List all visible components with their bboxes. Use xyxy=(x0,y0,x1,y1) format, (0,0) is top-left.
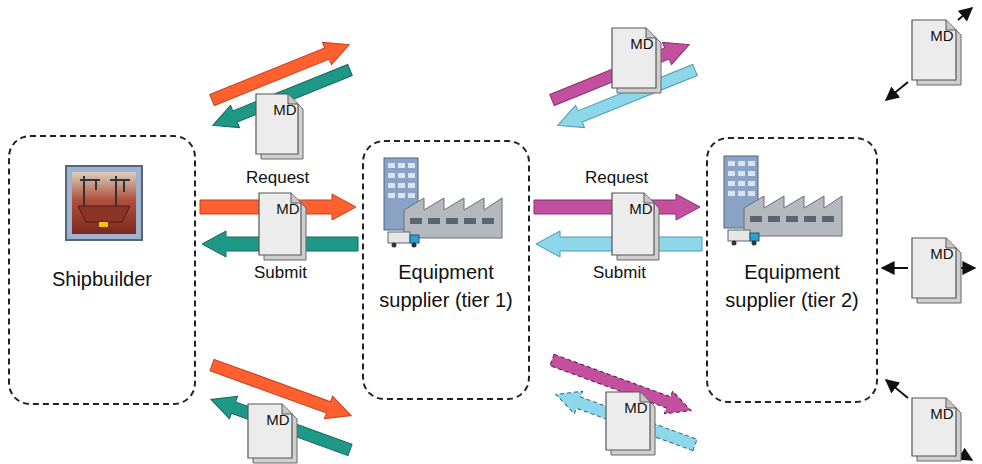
small-arrows xyxy=(882,8,975,460)
flow-label: Request xyxy=(243,168,312,188)
document-node: MD xyxy=(612,193,670,255)
document-node: MD xyxy=(248,404,308,458)
document-node: MD xyxy=(256,94,314,154)
document-label: MD xyxy=(612,28,672,53)
document-node: MD xyxy=(912,398,972,456)
document-node: MD xyxy=(912,238,972,298)
factory-icon xyxy=(384,158,502,248)
flow-label: Request xyxy=(582,168,651,188)
participant-name: Equipment supplier (tier 2) xyxy=(716,258,868,314)
document-label: MD xyxy=(606,392,666,417)
document-node: MD xyxy=(612,28,672,88)
flow-label: Submit xyxy=(590,263,649,283)
participant-name: Equipment supplier (tier 1) xyxy=(372,258,520,314)
participant-box: Equipment supplier (tier 1) xyxy=(362,140,530,400)
participant-box: Equipment supplier (tier 2) xyxy=(706,137,878,403)
document-label: MD xyxy=(912,238,972,263)
participant-box: Shipbuilder xyxy=(8,135,196,405)
shipyard-picture xyxy=(66,166,142,240)
document-label: MD xyxy=(248,404,308,429)
document-label: MD xyxy=(612,193,670,218)
participant-name: Shipbuilder xyxy=(18,265,186,293)
document-label: MD xyxy=(912,398,972,423)
exchange-arrows xyxy=(207,33,700,461)
document-node: MD xyxy=(912,20,972,80)
document-label: MD xyxy=(912,20,972,45)
document-node: MD xyxy=(259,193,317,255)
flow-label: Submit xyxy=(251,263,310,283)
factory-icon xyxy=(724,156,842,246)
document-label: MD xyxy=(259,193,317,218)
document-node: MD xyxy=(606,392,666,450)
document-label: MD xyxy=(256,94,314,119)
